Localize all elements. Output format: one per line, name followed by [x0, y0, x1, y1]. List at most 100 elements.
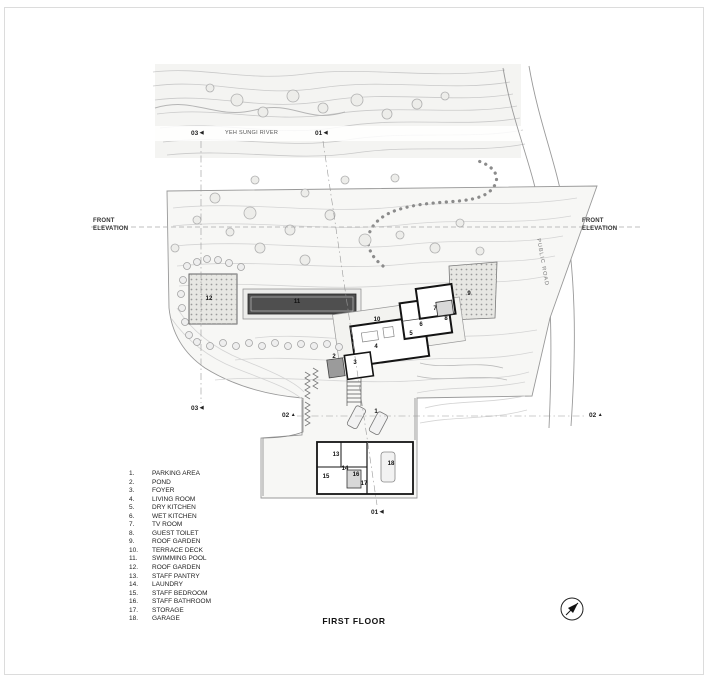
section-marker-label: 01 — [315, 130, 323, 137]
legend-item-number: 7. — [129, 521, 135, 529]
section-marker-arrow-icon: ◀ — [323, 130, 328, 136]
plan-number-label: 16 — [352, 472, 360, 478]
legend-item: 8. GUEST TOILET — [129, 530, 211, 539]
plan-number-label: 8 — [444, 316, 448, 322]
legend-item-label: TV ROOM — [152, 521, 183, 529]
legend-item-number: 13. — [129, 572, 139, 580]
legend-item-number: 4. — [129, 495, 135, 503]
legend-item-label: GARAGE — [152, 615, 180, 623]
contour-lines — [170, 197, 578, 424]
legend-item: 17. STORAGE — [129, 607, 211, 616]
plan-number-label: 17 — [360, 481, 368, 487]
legend-item-number: 8. — [129, 529, 135, 537]
plan-number-label: 1 — [374, 409, 378, 415]
section-marker: 01 ◀ — [315, 130, 328, 137]
legend-item-label: ROOF GARDEN — [152, 564, 201, 572]
plan-number-label: 11 — [293, 299, 301, 305]
legend-item: 3. FOYER — [129, 487, 211, 496]
legend-item-number: 1. — [129, 470, 135, 477]
plan-number-label: 9 — [467, 291, 471, 297]
section-marker: 02 ▲ — [589, 412, 603, 419]
section-marker-label: 03 — [191, 130, 199, 137]
plan-number-label: 10 — [373, 317, 381, 323]
plan-number-label: 7 — [433, 306, 437, 312]
legend-item-label: SWIMMING POOL — [152, 555, 207, 563]
legend-item-label: STAFF PANTRY — [152, 572, 200, 580]
legend-item-label: STAFF BATHROOM — [152, 598, 211, 606]
legend-item: 5. DRY KITCHEN — [129, 504, 211, 513]
legend-item: 11. SWIMMING POOL — [129, 555, 211, 564]
legend-item-label: DRY KITCHEN — [152, 504, 196, 512]
legend-item-label: FOYER — [152, 487, 175, 495]
legend-item: 14. LAUNDRY — [129, 581, 211, 590]
legend-item: 16. STAFF BATHROOM — [129, 598, 211, 607]
section-marker: 03 ◀ — [191, 130, 204, 137]
section-marker-label: 03 — [191, 405, 199, 412]
section-marker-arrow-icon: ◀ — [199, 130, 204, 136]
legend-item-label: WET KITCHEN — [152, 512, 197, 520]
section-marker: 02 ▲ — [282, 412, 296, 419]
section-marker: 03 ◀ — [191, 405, 204, 412]
legend-item-number: 10. — [129, 546, 139, 554]
section-marker: 01 ◀ — [371, 509, 384, 516]
roof-garden-right — [448, 261, 498, 321]
legend-item: 18. GARAGE — [129, 615, 211, 624]
legend-item-number: 3. — [129, 487, 135, 495]
legend-item-number: 11. — [129, 555, 138, 563]
cars — [346, 405, 388, 436]
legend-item: 7. TV ROOM — [129, 521, 211, 530]
legend-item: 15. STAFF BEDROOM — [129, 590, 211, 599]
legend: 1. PARKING AREA 2. POND 3. FOYER 4. LIVI… — [129, 470, 211, 624]
section-marker-arrow-icon: ▲ — [290, 412, 296, 418]
front-elevation-label-right: FRONT ELEVATION — [582, 218, 618, 232]
section-marker-arrow-icon: ◀ — [199, 405, 204, 411]
page-title: FIRST FLOOR — [322, 616, 386, 626]
legend-item-number: 5. — [129, 504, 135, 512]
legend-item-number: 6. — [129, 512, 135, 520]
river-contours — [152, 64, 526, 158]
section-marker-arrow-icon: ▲ — [597, 412, 603, 418]
site-plan-drawing — [91, 64, 643, 506]
north-arrow-icon — [560, 597, 584, 621]
legend-item: 12. ROOF GARDEN — [129, 564, 211, 573]
legend-item-number: 12. — [129, 564, 139, 572]
legend-item-number: 17. — [129, 606, 139, 614]
legend-item-label: LIVING ROOM — [152, 495, 196, 503]
staff-building — [316, 441, 414, 495]
plan-number-label: 12 — [205, 296, 213, 302]
legend-item-number: 9. — [129, 538, 135, 546]
legend-item: 10. TERRACE DECK — [129, 547, 211, 556]
trees — [170, 83, 485, 266]
legend-item-label: LAUNDRY — [152, 581, 183, 589]
plan-number-label: 15 — [322, 474, 330, 480]
legend-item: 9. ROOF GARDEN — [129, 538, 211, 547]
legend-item-number: 16. — [129, 598, 139, 606]
section-marker-label: 02 — [589, 412, 597, 419]
plan-number-label: 6 — [419, 322, 423, 328]
roof-garden-left — [188, 273, 238, 325]
plan-number-label: 13 — [332, 452, 340, 458]
plan-number-label: 14 — [341, 466, 349, 472]
plan-number-label: 5 — [409, 331, 413, 337]
plan-number-label: 18 — [387, 461, 395, 467]
section-marker-arrow-icon: ◀ — [379, 509, 384, 515]
legend-item-number: 18. — [129, 615, 139, 623]
legend-item-number: 14. — [129, 581, 139, 589]
legend-item: 13. STAFF PANTRY — [129, 573, 211, 582]
legend-item-label: ROOF GARDEN — [152, 538, 201, 546]
legend-item-label: STORAGE — [152, 606, 184, 614]
legend-item: 2. POND — [129, 479, 211, 488]
hedge-bushes — [177, 255, 343, 351]
legend-item-label: STAFF BEDROOM — [152, 589, 208, 597]
legend-item-label: POND — [152, 478, 171, 486]
section-lines — [91, 140, 643, 506]
plan-number-label: 4 — [374, 344, 378, 350]
river-label: YEH SUNGI RIVER — [225, 130, 279, 136]
plan-number-label: 2 — [332, 354, 336, 360]
legend-item: 1. PARKING AREA — [129, 470, 211, 479]
marker-layer: 03 ◀ 01 ◀ 03 ◀ 02 ▲ 02 ▲ 01 ◀ — [5, 8, 703, 674]
legend-item-number: 15. — [129, 589, 139, 597]
legend-item-label: GUEST TOILET — [152, 529, 199, 537]
